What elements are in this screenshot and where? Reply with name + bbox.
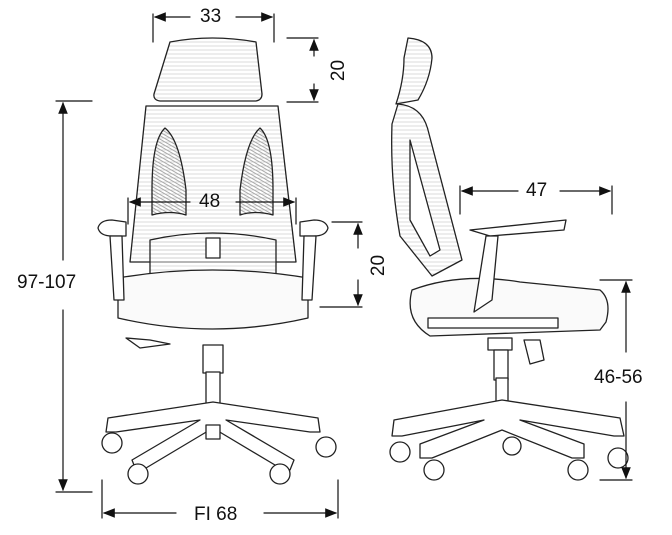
side-view: [389, 37, 629, 481]
gas-lift-side: [493, 349, 509, 381]
armrest-side: [469, 219, 567, 237]
armrest-right: [299, 219, 329, 237]
front-view: [97, 37, 337, 485]
base-star-side: [391, 399, 625, 459]
caster: [101, 432, 123, 454]
armrest-left: [97, 219, 127, 237]
caster: [502, 436, 522, 456]
headrest-front: [153, 37, 263, 102]
dim-armrest-height: 20: [368, 254, 390, 277]
headrest-side: [395, 37, 433, 105]
dim-headrest-width: 33: [200, 6, 222, 27]
seat-front: [117, 269, 309, 330]
dim-seat-height: 46-56: [594, 367, 643, 388]
dim-seat-depth: 47: [526, 180, 548, 201]
backrest-side: [391, 103, 463, 277]
caster: [423, 459, 445, 481]
dim-total-height: 97-107: [17, 272, 77, 293]
dim-base-diameter: FI 68: [194, 504, 238, 525]
caster: [269, 463, 291, 485]
dim-headrest-height: 20: [328, 59, 350, 82]
caster: [315, 436, 337, 458]
dimension-lines: [55, 12, 633, 519]
caster: [389, 441, 411, 463]
caster: [567, 459, 589, 481]
caster: [607, 447, 629, 469]
caster: [127, 463, 149, 485]
gas-lift-front: [202, 344, 224, 374]
dim-back-width: 48: [199, 191, 221, 212]
